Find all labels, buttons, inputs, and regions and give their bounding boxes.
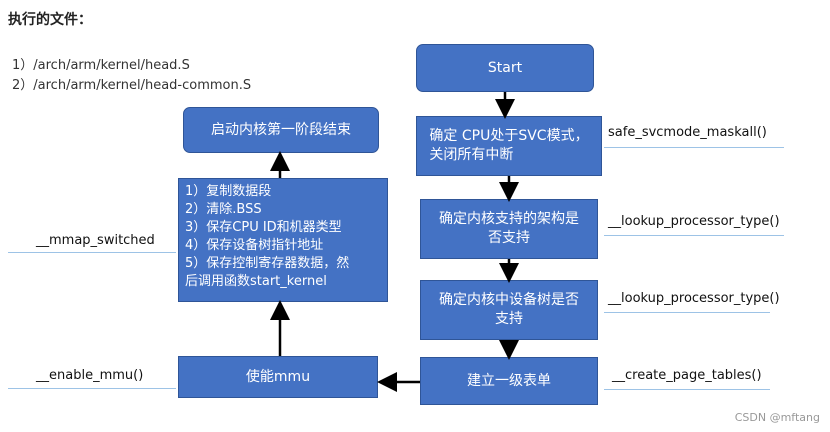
func-label-lookup-type-2: __lookup_processor_type()	[608, 291, 780, 306]
func-underline	[604, 147, 784, 148]
func-label-enable-mmu: __enable_mmu()	[36, 368, 144, 383]
step-item: 3）保存CPU ID和机器类型	[185, 220, 342, 235]
enable-mmu-box: 使能mmu	[178, 356, 378, 398]
file-list: 1）/arch/arm/kernel/head.S 2）/arch/arm/ke…	[12, 56, 251, 96]
step-item: 2）清除.BSS	[185, 202, 262, 217]
check-arch-line-1: 确定内核支持的架构是	[439, 211, 579, 227]
check-cpu-box: 确定 CPU处于SVC模式， 关闭所有中断	[416, 116, 602, 176]
start-box: Start	[416, 44, 594, 92]
func-label-safe-svcmode: safe_svcmode_maskall()	[608, 125, 767, 140]
check-cpu-line-2: 关闭所有中断	[429, 147, 514, 163]
end-box: 启动内核第一阶段结束	[183, 107, 379, 153]
check-dtb-box: 确定内核中设备树是否 支持	[420, 280, 598, 340]
func-label-mmap-switched: __mmap_switched	[36, 233, 155, 248]
file-item: 1）/arch/arm/kernel/head.S	[12, 58, 190, 73]
step-item: 后调用函数start_kernel	[185, 274, 327, 289]
func-underline	[604, 235, 784, 236]
steps-box: 1）复制数据段 2）清除.BSS 3）保存CPU ID和机器类型 4）保存设备树…	[178, 178, 388, 302]
func-label-lookup-type-1: __lookup_processor_type()	[608, 214, 780, 229]
func-underline	[604, 389, 770, 390]
step-item: 4）保存设备树指针地址	[185, 238, 324, 253]
watermark: CSDN @mftang	[734, 411, 820, 424]
file-item: 2）/arch/arm/kernel/head-common.S	[12, 78, 252, 93]
step-item: 1）复制数据段	[185, 184, 272, 199]
create-tables-box: 建立一级表单	[420, 357, 598, 405]
check-arch-line-2: 否支持	[488, 230, 530, 246]
func-underline	[8, 388, 176, 389]
func-underline	[604, 312, 770, 313]
check-dtb-line-2: 支持	[495, 311, 523, 327]
func-label-create-page-tables: __create_page_tables()	[612, 368, 762, 383]
func-underline	[8, 252, 176, 253]
check-cpu-line-1: 确定 CPU处于SVC模式，	[429, 128, 589, 144]
step-item: 5）保存控制寄存器数据，然	[185, 256, 350, 271]
check-dtb-line-1: 确定内核中设备树是否	[439, 292, 579, 308]
page-title: 执行的文件：	[8, 12, 92, 28]
